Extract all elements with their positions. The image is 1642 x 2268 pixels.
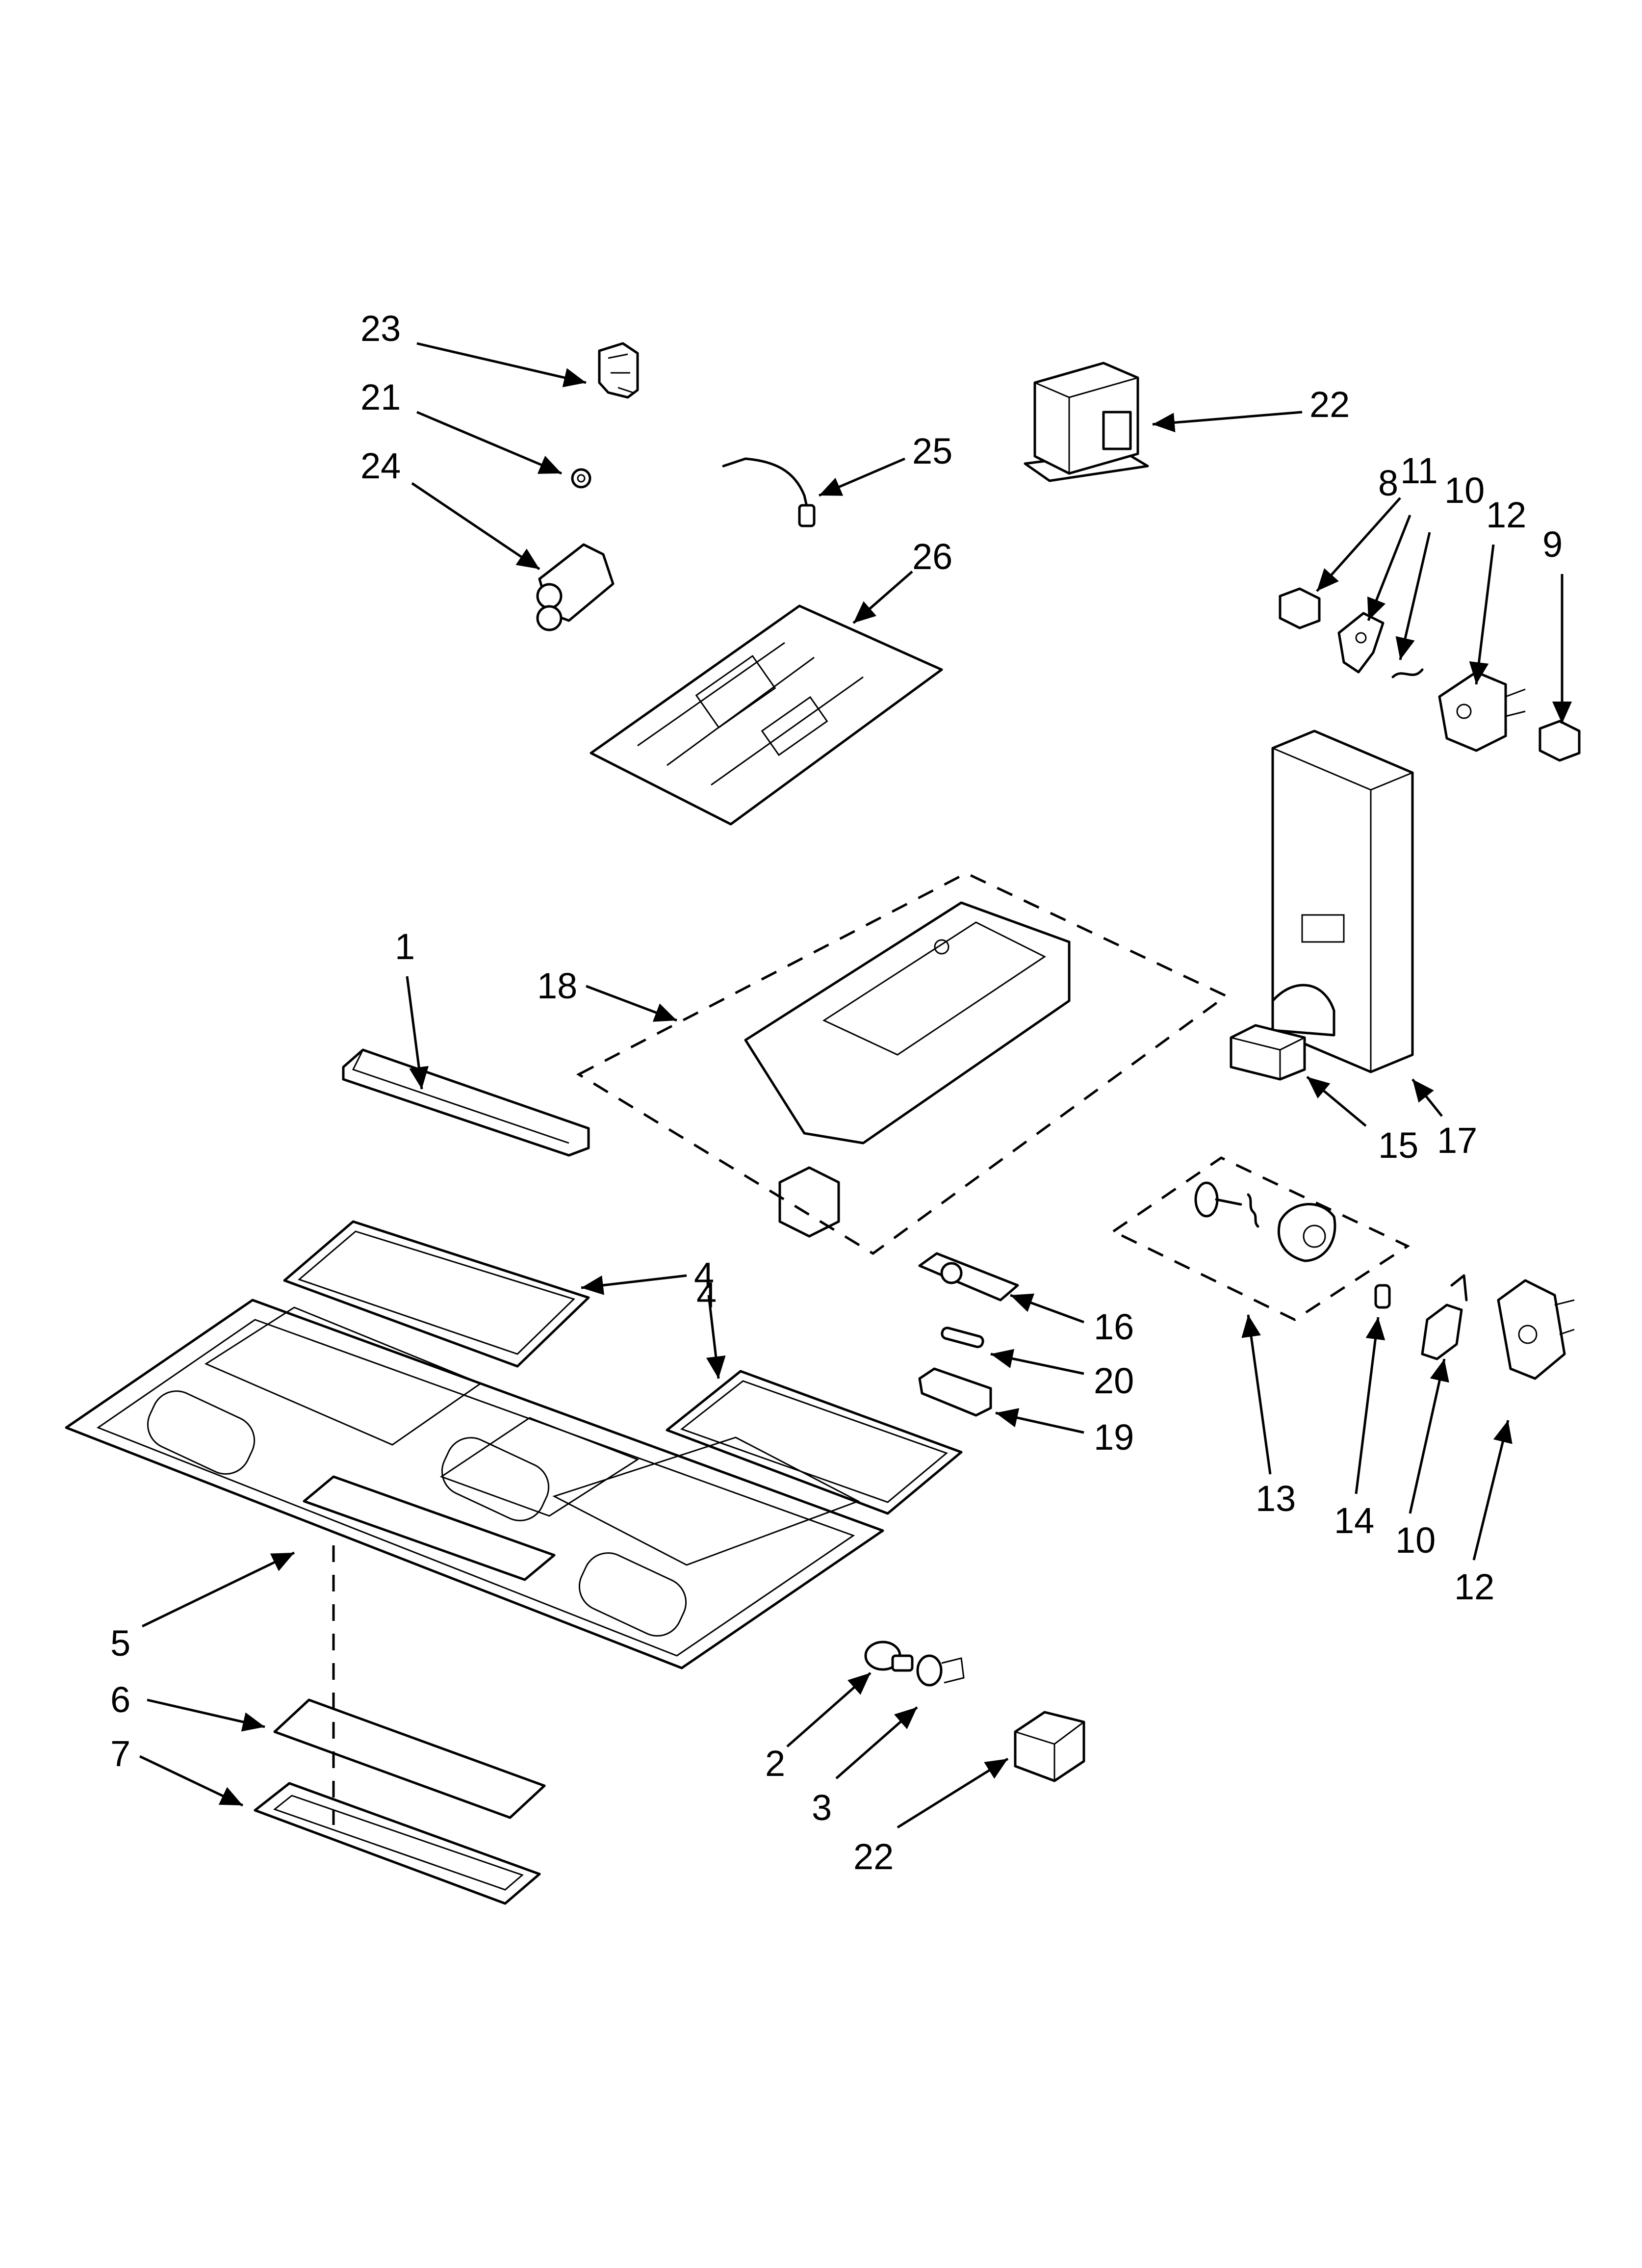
- callout-label: 9: [1542, 524, 1563, 565]
- part-26-capacitor: [536, 543, 615, 631]
- callout-label: 1: [395, 926, 415, 967]
- callout-label: 25: [912, 431, 952, 471]
- callout-label: 22: [1309, 384, 1350, 425]
- part-9-switch: [1539, 720, 1581, 762]
- part-20-fuse-holder: [918, 1367, 992, 1417]
- assembly-13-outline: [1111, 1156, 1411, 1321]
- part-13-motor-assembly: [1194, 1181, 1336, 1262]
- callout-label: 15: [1378, 1125, 1418, 1166]
- part-12-latch-upper: [1438, 671, 1526, 752]
- callout-label: 8: [1378, 463, 1398, 503]
- part-7-frame: [254, 1782, 541, 1905]
- callout-label: 2: [765, 1743, 785, 1784]
- part-18-bracket: [778, 1166, 840, 1238]
- part-14-plug: [1374, 1284, 1391, 1309]
- part-10-spring: [1391, 668, 1424, 678]
- callout-label: 11: [1400, 450, 1438, 491]
- part-4-filter-left: [283, 1220, 590, 1368]
- part-12-latch-lower: [1497, 1279, 1575, 1380]
- callout-label: 14: [1334, 1500, 1374, 1541]
- part-17-duct: [1271, 730, 1414, 1073]
- part-22-box: [1014, 1711, 1085, 1782]
- callout-label: 7: [110, 1733, 130, 1774]
- part-27-harness: [722, 457, 816, 527]
- part-25-bracket: [598, 342, 639, 399]
- part-23-clip: [571, 468, 591, 489]
- part-16-lamp-socket: [918, 1252, 1019, 1302]
- callout-label: 4: [694, 1255, 714, 1296]
- part-19-switch: [1421, 1274, 1468, 1360]
- part-11-lever: [1337, 612, 1385, 674]
- part-21-fuse: [941, 1327, 984, 1349]
- callout-label: 12: [1454, 1566, 1494, 1607]
- part-4-filter-right: [666, 1370, 963, 1515]
- callout-label: 19: [1094, 1417, 1134, 1458]
- callout-label: 10: [1395, 1520, 1436, 1561]
- callout-label: 20: [1094, 1360, 1134, 1401]
- callout-label: 26: [912, 536, 952, 577]
- callout-label: 3: [812, 1787, 832, 1828]
- callout-label: 10: [1444, 470, 1485, 511]
- part-15-box: [1230, 1024, 1306, 1081]
- part-3-socket: [916, 1654, 965, 1687]
- callout-label: 17: [1437, 1120, 1477, 1161]
- callout-label: 18: [537, 965, 577, 1006]
- callout-label: 6: [110, 1679, 130, 1720]
- part-8-switch: [1279, 587, 1321, 629]
- part-28-base-plate: [590, 604, 943, 826]
- callout-label: 13: [1256, 1478, 1296, 1519]
- callout-labels: 23 21 24 25 22 8 11 10 12 9 26 1 18 17 1…: [110, 308, 1563, 1877]
- callout-label: 4: [696, 1275, 717, 1315]
- part-1-grille: [342, 1048, 590, 1157]
- part-18-cavity: [744, 901, 1071, 1145]
- part-6-panel: [273, 1698, 546, 1819]
- part-24-transformer: [1024, 362, 1149, 482]
- leader-lines: [139, 342, 1572, 1829]
- callout-label: 12: [1486, 495, 1526, 535]
- callout-label: 5: [110, 1623, 130, 1664]
- callout-label: 16: [1094, 1306, 1134, 1347]
- callout-label: 22: [853, 1836, 894, 1877]
- part-2-bulb: [864, 1641, 914, 1672]
- assembly-18-outline: [576, 872, 1229, 1255]
- part-5-bottom-plate: [65, 1299, 884, 1669]
- callout-label: 24: [360, 445, 401, 486]
- callout-label: 21: [360, 377, 401, 417]
- callout-label: 23: [360, 308, 401, 349]
